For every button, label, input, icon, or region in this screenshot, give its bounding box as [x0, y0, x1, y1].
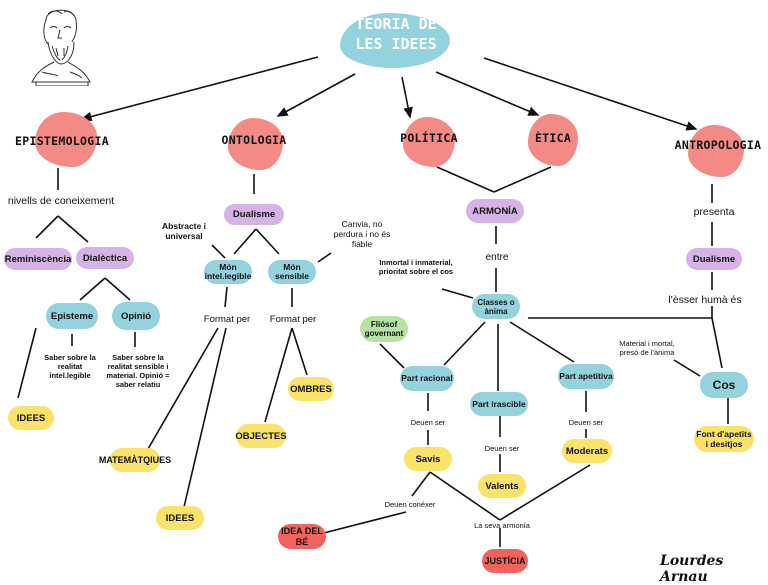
epistemologia-blob — [35, 112, 97, 167]
classes-anima-node: Classes o ànima — [472, 294, 520, 319]
dialectica-node: Dialèctica — [76, 247, 134, 269]
savis-node: Savis — [404, 447, 452, 471]
font-apetits-node: Font d'apetits i desitjos — [694, 426, 754, 452]
author-signature: Lourdes Arnau — [660, 553, 724, 585]
format-per-2-label: Format per — [269, 314, 317, 325]
deuen-ser-1-label: Deuen ser — [410, 418, 446, 427]
part-racional-node: Part racional — [400, 366, 454, 391]
deuen-coneixer-label: Deuen conéxer — [384, 500, 436, 509]
politica-heading: POLÍTICA — [400, 131, 458, 145]
cos-node: Cos — [700, 372, 748, 398]
page-title: TEORIA DE LES IDEES — [355, 15, 437, 53]
antropologia-blob — [688, 125, 744, 177]
justicia-node: JUSTÍCIA — [482, 549, 528, 573]
opinio-description: Saber sobre la realitat sensible i mater… — [106, 353, 170, 389]
episteme-node: Episteme — [46, 303, 98, 329]
idees-ontologia-node: IDEES — [156, 506, 204, 530]
ontologia-blob — [228, 118, 283, 170]
antropologia-heading: ANTROPOLOGIA — [674, 138, 762, 152]
abstracte-universal-label: Abstracte i universal — [162, 221, 206, 241]
material-mortal-label: Material i mortal, presó de l'ànima — [619, 339, 675, 357]
reminiscencia-node: Reminiscència — [4, 248, 72, 270]
objectes-node: OBJECTES — [235, 424, 287, 448]
etica-heading: ÈTICA — [534, 131, 572, 145]
mon-sensible-node: Món sensible — [268, 260, 316, 284]
epistemologia-heading: EPISTEMOLOGIA — [15, 134, 109, 148]
mon-intel-legible-node: Món intel.legible — [204, 260, 252, 284]
ontologia-heading: ONTOLOGIA — [221, 133, 287, 147]
politica-blob — [403, 117, 455, 167]
title-blob — [340, 13, 450, 68]
entre-label: entre — [485, 252, 509, 263]
part-irascible-node: Part irascible — [470, 392, 528, 416]
filosof-governant-node: Fliósof governant — [360, 316, 408, 342]
moderats-node: Moderats — [562, 439, 612, 463]
deuen-ser-3-label: Deuen ser — [568, 418, 604, 427]
ombres-node: OMBRES — [288, 377, 334, 401]
seva-armonia-label: La seva armonía — [474, 521, 530, 530]
canvia-label: Canvia, no perdura i no és fiable — [333, 219, 391, 249]
inmortal-label: Inmortal i inmaterial, prioritat sobre e… — [378, 258, 454, 276]
presenta-label: presenta — [693, 206, 735, 218]
part-apetitiva-node: Part apetitiva — [558, 364, 614, 389]
episteme-description: Saber sobre la realitat intel.legible — [44, 353, 96, 380]
deuen-ser-2-label: Deuen ser — [484, 444, 520, 453]
format-per-1-label: Format per — [203, 314, 251, 325]
nivells-coneixement-label: nivells de coneixement — [7, 195, 115, 207]
idea-del-be-node: IDEA DEL BÉ — [278, 524, 326, 549]
idees-epistemologia-node: IDEES — [8, 406, 54, 430]
dualisme-antropologia-node: Dualisme — [686, 248, 742, 270]
dualisme-ontologia-node: Dualisme — [224, 204, 284, 225]
etica-blob — [528, 114, 578, 166]
matematiques-node: MATEMÀTQIUES — [99, 448, 171, 472]
valents-node: Valents — [478, 474, 526, 498]
esser-huma-label: l'èsser humà és — [668, 294, 742, 306]
plato-bust-illustration — [31, 9, 91, 86]
opinio-node: Opinió — [112, 302, 160, 330]
armonia-node: ARMONÍA — [466, 199, 524, 223]
